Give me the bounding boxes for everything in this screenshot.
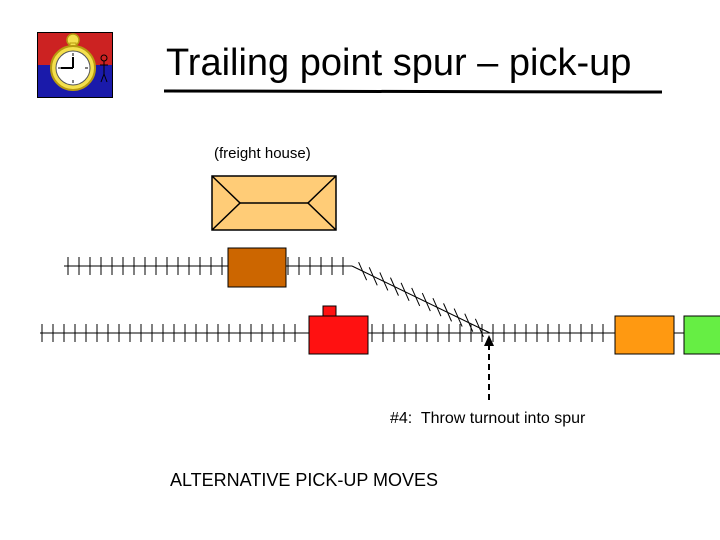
mainline-car-orange: [614, 315, 675, 355]
mainline-car-green: [683, 315, 720, 355]
freight-house: [211, 175, 337, 231]
slide-title: Trailing point spur – pick-up: [166, 42, 632, 84]
main-ties: [41, 324, 604, 342]
freight-house-label: (freight house): [214, 145, 311, 162]
slide-caption: ALTERNATIVE PICK-UP MOVES: [170, 470, 439, 490]
turnout-tie: [443, 303, 452, 322]
turnout-tie: [358, 261, 368, 281]
turnout-tie: [421, 292, 431, 312]
locomotive-cab: [322, 305, 337, 318]
turnout-tie: [379, 272, 389, 291]
spur-freight-car: [227, 247, 287, 288]
stopwatch-icon: [37, 32, 113, 98]
turnout-tie: [464, 313, 474, 332]
turnout-ties: [358, 261, 484, 338]
turnout-tie: [474, 318, 484, 338]
turnout-tie: [390, 277, 399, 296]
turnout-pointer-arrowhead: [484, 335, 494, 346]
turnout-rail: [351, 265, 491, 334]
turnout-tie: [432, 298, 442, 317]
step-note: #4: Throw turnout into spur: [390, 410, 586, 427]
turnout-tie: [368, 267, 378, 286]
locomotive: [308, 315, 369, 355]
turnout-tie: [453, 308, 463, 327]
turnout-tie: [400, 282, 410, 301]
turnout-tie: [411, 287, 421, 307]
